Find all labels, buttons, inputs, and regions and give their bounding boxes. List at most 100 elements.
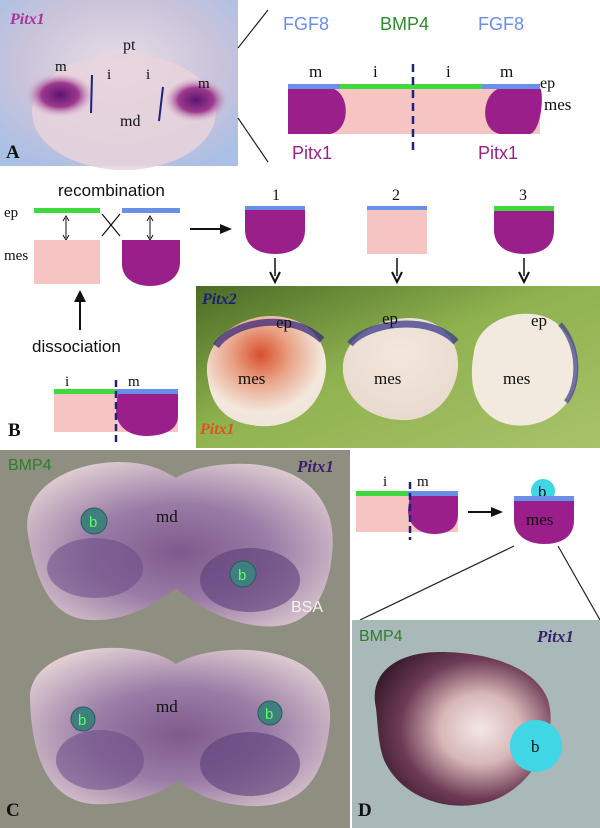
explant-3-mes: mes [503,369,530,388]
panel-d-recombinant-fgf8 [514,496,574,501]
panel-c-bead-2-label: b [238,567,246,584]
panel-d-bead-label: b [538,484,546,501]
schematic-fgf8-bar-right [482,84,540,89]
condition-1-pitx1 [245,210,305,254]
explant-2-pitx2-band [347,320,459,347]
panel-d-schematic: i m b mes [356,474,600,621]
panel-b-ep-label: ep [4,205,18,221]
panel-c-top-stain-left [47,538,143,598]
schematic-pitx1-domain-left-shape [288,88,346,134]
bmp4-label: BMP4 [380,14,429,34]
dissociated-mesenchyme-pitx1 [122,240,180,286]
panel-d-m-label: m [417,474,429,490]
panel-a-i-right: i [146,67,150,83]
condition-2-label: 2 [392,187,400,204]
cross-line-2 [101,213,121,237]
panel-a-i-left: i [107,67,111,83]
panel-d-source-bmp4-bar [356,491,408,496]
condition-3-arrow-head [518,271,530,285]
panel-c-pitx1-label: Pitx1 [296,457,334,476]
panel-b-schematic: recombination ep mes dissociation i m B … [4,181,554,442]
explant-1-ep: ep [276,313,292,332]
condition-3-label: 3 [519,187,527,204]
condition-3-bmp4 [494,206,554,211]
panel-d-i-label: i [383,474,387,490]
panel-b-m-label: m [128,374,140,390]
condition-1-arrow-head [269,271,281,285]
explant-3-pitx2-band [558,322,579,404]
schematic-m-left: m [309,62,322,81]
panel-a-zoom-line-bottom [237,117,269,163]
panel-b-i-label: i [65,374,69,390]
dissociation-label: dissociation [32,337,121,356]
panel-d-explant [374,652,551,806]
panel-a-schematic: FGF8 BMP4 FGF8 m i i m ep mes Pitx1 Pitx… [283,14,571,163]
panel-d-recombinant-pitx1 [514,501,574,544]
panel-d-source-pitx1 [408,494,458,534]
panel-b-pitx1-label: Pitx1 [199,421,235,438]
panel-d-arrow-head [491,507,503,517]
panel-d-source-fgf8-bar [408,491,458,496]
schematic-bmp4-bar [340,84,482,89]
panel-c-bead-2 [229,560,257,588]
panel-a-pitx1-stain-left [26,73,94,117]
panel-d-photo-bead-label: b [531,737,540,756]
panel-c-md-bottom: md [156,697,178,716]
schematic-pitx1-domain-right [485,88,542,134]
panel-a-boundary-left [90,74,93,114]
panel-c-bead-1 [80,507,108,535]
recombination-label: recombination [58,181,165,200]
explant-1-pitx2-band [213,318,325,349]
panel-a-boundary-right [158,86,164,122]
panel-d-mes-label: mes [526,510,553,529]
panel-c-photo: b b b b BMP4 Pitx1 md md BSA C [0,450,350,828]
source-fgf8-bar [116,389,178,394]
panel-a-photo: Pitx1 pt m i i m md A [0,0,238,170]
explant-2 [342,318,459,421]
dissociated-bmp4-epithelium [34,208,100,213]
condition-3-pitx1 [494,211,554,254]
schematic-ep-label: ep [540,75,555,92]
schematic-i-right: i [446,62,451,81]
panel-a-gene-label: Pitx1 [9,11,45,28]
panel-c-bottom-stain-left [56,730,144,790]
explant-2-mes: mes [374,369,401,388]
panel-d-pitx1-label: Pitx1 [536,627,574,646]
panel-b-pitx2-label: Pitx2 [201,291,237,308]
panel-d-letter: D [358,800,372,821]
condition-1-fgf8 [245,206,305,210]
panel-c-bead-3-label: b [78,712,86,729]
schematic-i-left: i [373,62,378,81]
explant-2-ep: ep [382,309,398,328]
panel-a-md-label: md [120,113,140,130]
explant-3-ep: ep [531,311,547,330]
recombination-arrow-head [220,224,232,234]
panel-a-pitx1-stain-right [164,78,228,122]
condition-2-fgf8 [367,206,427,210]
condition-1-label: 1 [272,187,280,204]
panel-c-letter: C [6,800,20,821]
explant-3 [471,313,578,426]
condition-2-arrow-head [391,271,403,285]
schematic-fgf8-bar-left [288,84,340,89]
explant-1-mes: mes [238,369,265,388]
panel-c-bead-1-label: b [89,514,97,531]
panel-c-bottom-stain-right [200,732,300,796]
panel-b-mes-label: mes [4,248,28,264]
schematic-pitx1-left: Pitx1 [292,143,332,163]
source-bmp4-bar [54,389,116,394]
panel-c-bmp4-label: BMP4 [8,457,52,474]
fgf8-label-right: FGF8 [478,14,524,34]
schematic-mes-label: mes [544,95,571,114]
schematic-m-right: m [500,62,513,81]
panel-d-bmp4-label: BMP4 [359,628,403,645]
panel-d-zoom-line-right [557,545,600,621]
panel-a-zoom-line-top [237,9,269,49]
panel-c-bead-4-label: b [265,706,273,723]
panel-c-bsa-label: BSA [291,599,323,616]
source-pitx1-domain [116,392,178,436]
dissociation-arrow-head [74,290,86,302]
panel-d-photo-bead [510,720,562,772]
panel-d-zoom-line-left [359,545,515,621]
